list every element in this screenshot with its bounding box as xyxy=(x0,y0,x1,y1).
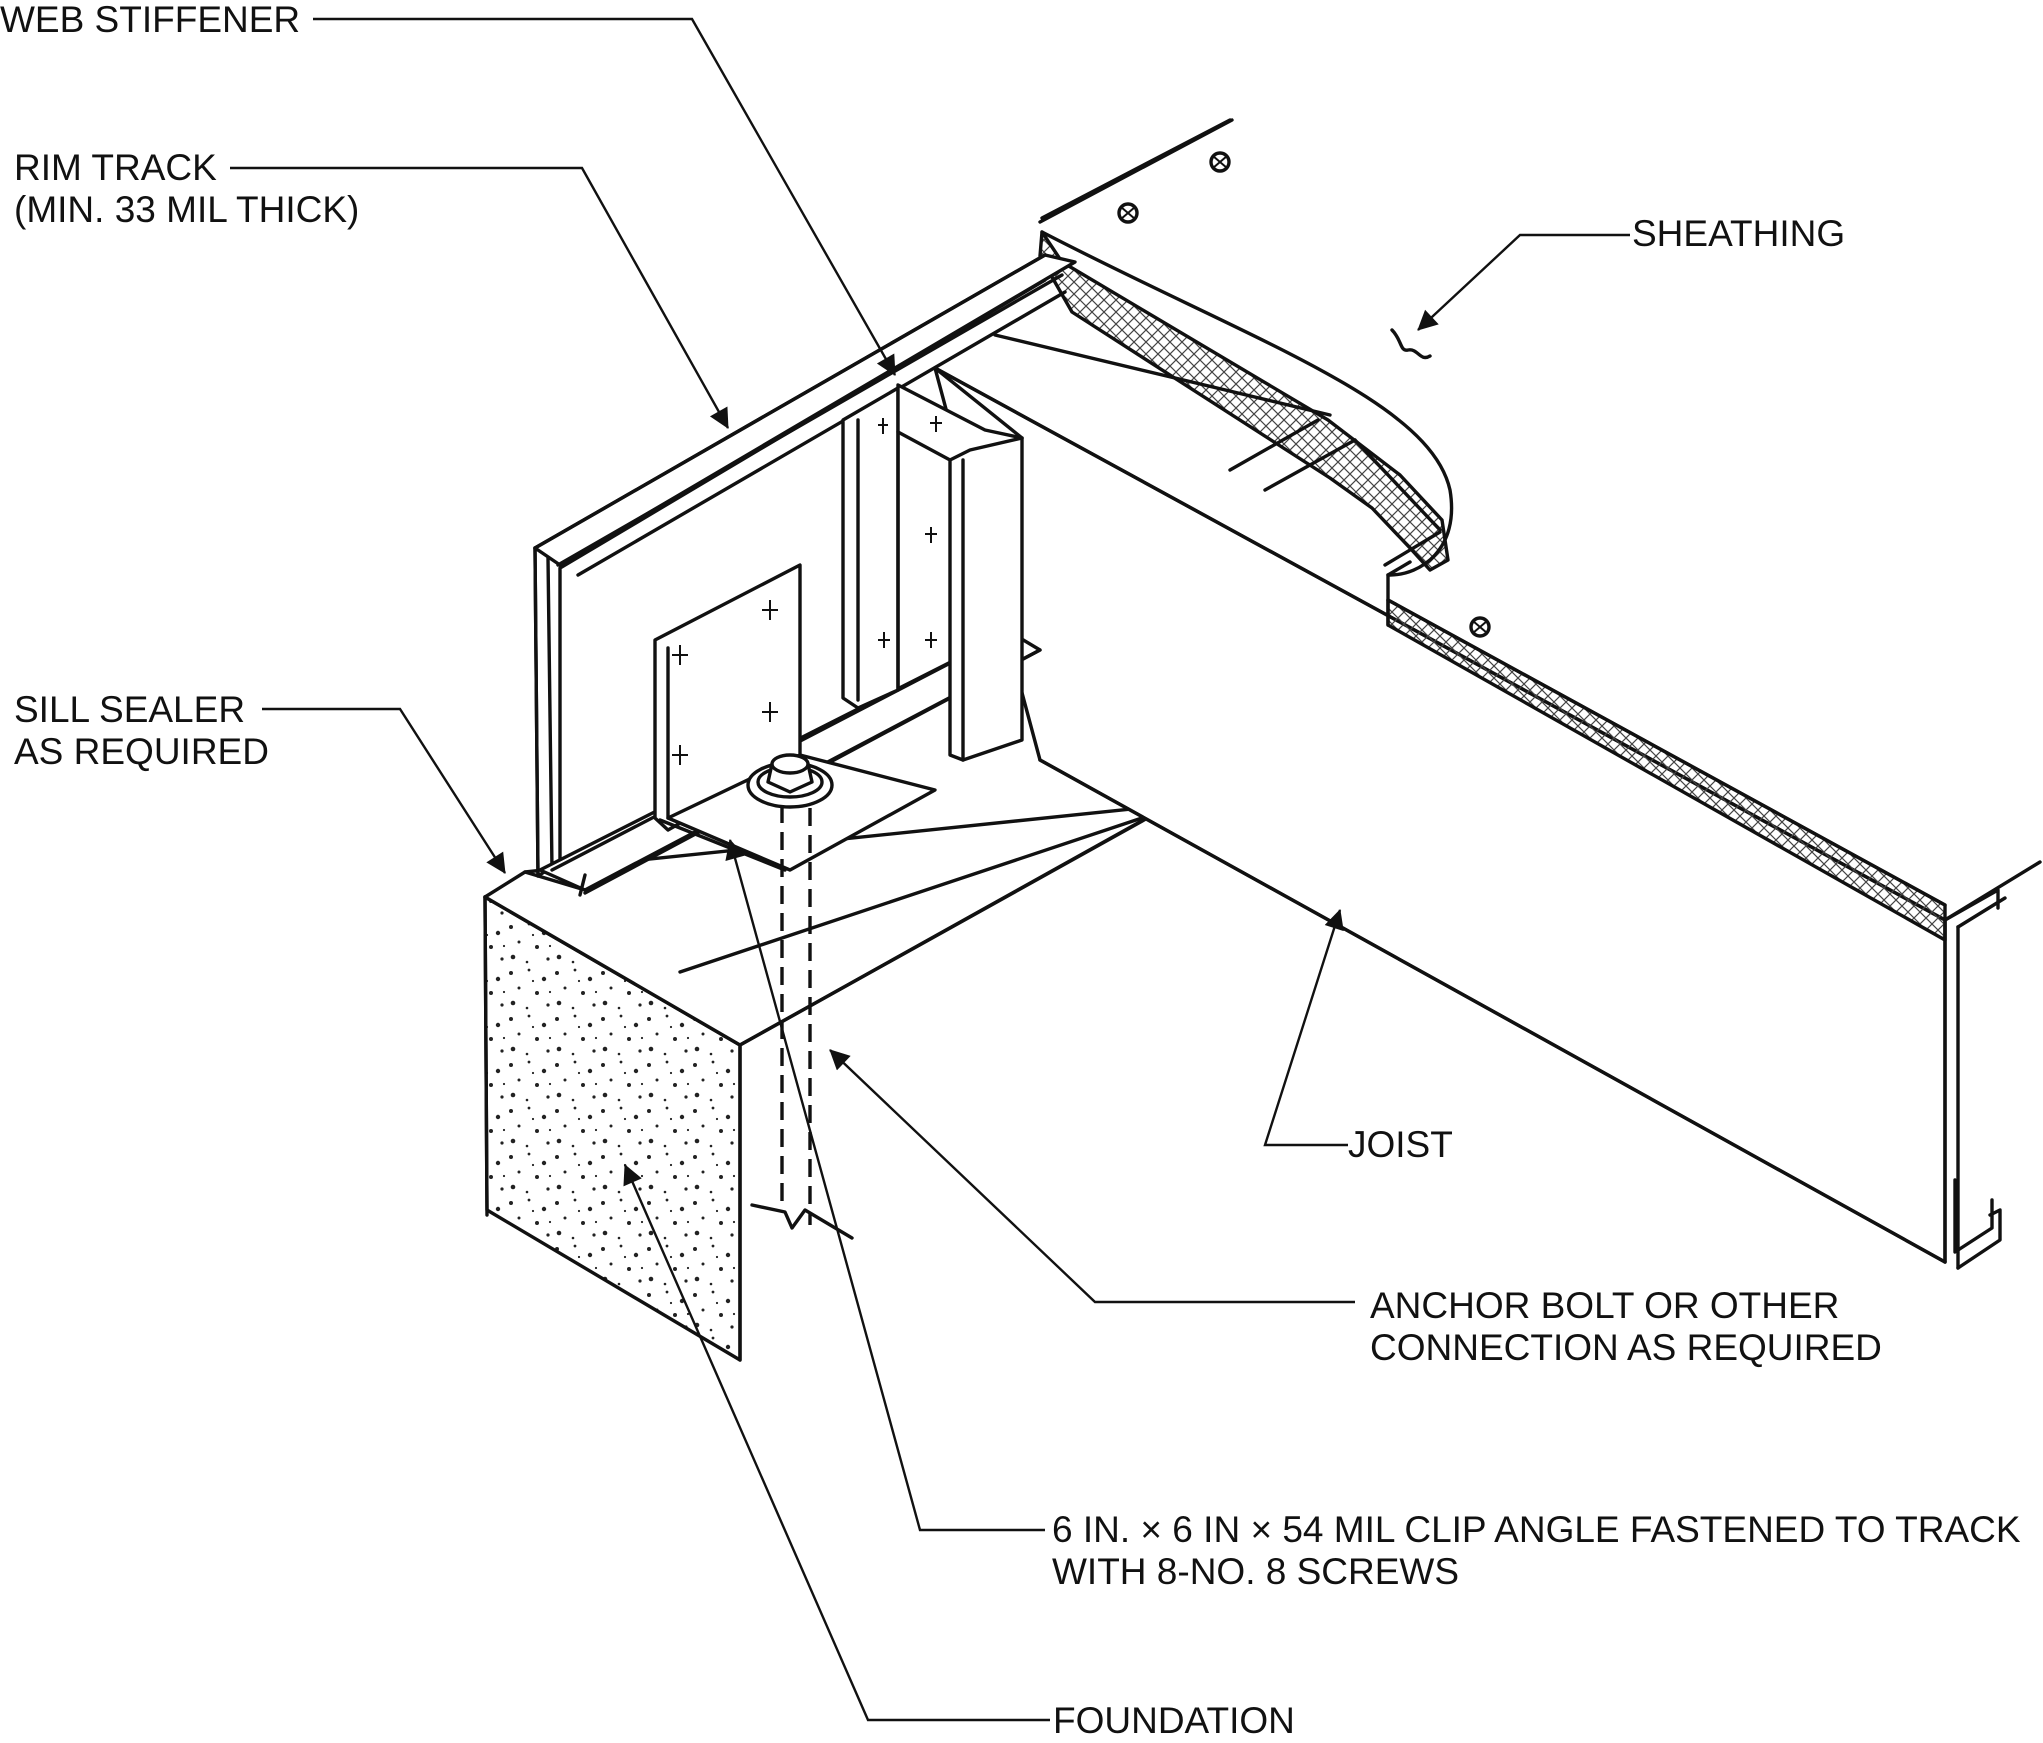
leaders xyxy=(230,17,1630,1722)
screw-icon xyxy=(672,745,688,765)
anchor-bolt-shaft xyxy=(750,805,854,1240)
screw-head-icon xyxy=(1469,616,1491,638)
screw-icon xyxy=(878,632,890,648)
label-web-stiffener: WEB STIFFENER xyxy=(0,0,300,40)
label-joist: JOIST xyxy=(1348,1124,1453,1165)
break-symbol-icon xyxy=(1390,328,1432,360)
label-anchor-bolt-connection: CONNECTION AS REQUIRED xyxy=(1370,1327,1882,1368)
screw-icon xyxy=(762,702,778,722)
web-stiffener xyxy=(841,366,1024,762)
screw-head-icon xyxy=(1209,151,1231,173)
screw-icon xyxy=(762,600,778,620)
label-anchor-bolt: ANCHOR BOLT OR OTHER xyxy=(1370,1285,1839,1326)
screw-icon xyxy=(925,527,937,543)
screw-icon xyxy=(878,418,888,434)
label-rim-track: RIM TRACK xyxy=(14,147,217,188)
screw-icon xyxy=(930,416,942,432)
label-sill-sealer-required: AS REQUIRED xyxy=(14,731,269,772)
label-sheathing: SHEATHING xyxy=(1632,213,1845,254)
anchor-bolt-nut-icon xyxy=(746,753,834,809)
sheathing xyxy=(993,118,1947,942)
screw-icon xyxy=(672,645,688,665)
screw-icon xyxy=(925,632,937,648)
label-rim-track-thickness: (MIN. 33 MIL THICK) xyxy=(14,189,359,230)
label-clip-angle-screws: WITH 8-NO. 8 SCREWS xyxy=(1052,1551,1459,1592)
label-sill-sealer: SILL SEALER xyxy=(14,689,245,730)
label-clip-angle: 6 IN. × 6 IN × 54 MIL CLIP ANGLE FASTENE… xyxy=(1052,1509,2021,1550)
foundation-wall xyxy=(483,798,1182,1362)
label-foundation: FOUNDATION xyxy=(1053,1700,1295,1741)
screw-head-icon xyxy=(1117,202,1139,224)
